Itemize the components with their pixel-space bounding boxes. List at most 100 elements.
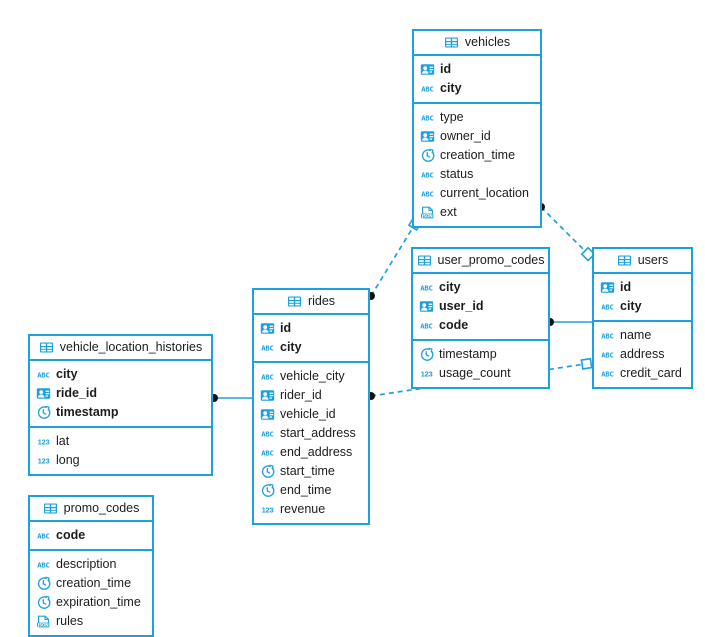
abc-string-icon: ABC [260,369,275,384]
table-header-user_promo_codes[interactable]: user_promo_codes [413,249,548,274]
svg-text:ABC: ABC [420,321,432,330]
table-icon [444,35,459,50]
column-label: current_location [440,186,529,201]
relationship-vehicle_location_histories-to-rides[interactable] [210,394,252,402]
column-row-start_time[interactable]: start_time [254,462,368,481]
primary-key-row-id[interactable]: id [594,278,691,297]
abc-string-icon: ABC [36,528,51,543]
abc-string-icon: ABC [419,318,434,333]
primary-key-row-user_id[interactable]: user_id [413,297,548,316]
column-label: name [620,328,652,343]
primary-key-row-ride_id[interactable]: ride_id [30,384,211,403]
column-row-creation_time[interactable]: creation_time [414,146,540,165]
table-title: rides [307,294,336,309]
primary-key-row-id[interactable]: id [254,319,368,338]
table-header-users[interactable]: users [594,249,691,274]
column-row-end_time[interactable]: end_time [254,481,368,500]
svg-text:ABC: ABC [421,113,433,122]
svg-text:123: 123 [38,457,50,466]
column-label: start_address [280,426,356,441]
column-row-expiration_time[interactable]: expiration_time [30,593,152,612]
primary-key-row-id[interactable]: id [414,60,540,79]
relationship-user_promo_codes-to-users[interactable] [546,318,592,326]
column-row-rules[interactable]: JSON rules [30,612,152,631]
column-row-vehicle_id[interactable]: vehicle_id [254,405,368,424]
svg-text:ABC: ABC [601,302,613,311]
123-number-icon: 123 [260,502,275,517]
svg-text:ABC: ABC [420,283,432,292]
column-label: vehicle_id [280,407,336,422]
column-row-current_location[interactable]: ABC current_location [414,184,540,203]
svg-text:ABC: ABC [261,372,273,381]
column-row-timestamp[interactable]: timestamp [413,345,548,364]
table-title: promo_codes [63,501,140,516]
column-row-start_address[interactable]: ABC start_address [254,424,368,443]
column-row-owner_id[interactable]: owner_id [414,127,540,146]
svg-text:ABC: ABC [37,560,49,569]
relationship-endpoint-square [580,357,593,370]
clock-icon [36,595,51,610]
table-icon [417,253,432,268]
id-card-icon [600,280,615,295]
abc-string-icon: ABC [420,186,435,201]
table-icon [43,501,58,516]
column-label: status [440,167,474,182]
abc-string-icon: ABC [600,366,615,381]
id-card-icon [260,407,275,422]
column-label: rider_id [280,388,322,403]
column-label: user_id [439,299,484,314]
column-label: rules [56,614,84,629]
clock-icon [36,405,51,420]
abc-string-icon: ABC [600,347,615,362]
column-label: creation_time [56,576,132,591]
json-icon: JSON [36,614,51,629]
svg-text:123: 123 [421,370,433,379]
abc-string-icon: ABC [420,110,435,125]
table-header-vehicles[interactable]: vehicles [414,31,540,56]
abc-string-icon: ABC [260,426,275,441]
column-label: owner_id [440,129,491,144]
table-header-vehicle_location_histories[interactable]: vehicle_location_histories [30,336,211,361]
svg-text:JSON: JSON [421,213,434,218]
column-row-rider_id[interactable]: rider_id [254,386,368,405]
table-title: users [637,253,669,268]
table-header-promo_codes[interactable]: promo_codes [30,497,152,522]
clock-icon [36,576,51,591]
abc-string-icon: ABC [260,445,275,460]
table-header-rides[interactable]: rides [254,290,368,315]
abc-string-icon: ABC [260,340,275,355]
clock-icon [419,347,434,362]
column-row-creation_time[interactable]: creation_time [30,574,152,593]
primary-key-row-timestamp[interactable]: timestamp [30,403,211,422]
